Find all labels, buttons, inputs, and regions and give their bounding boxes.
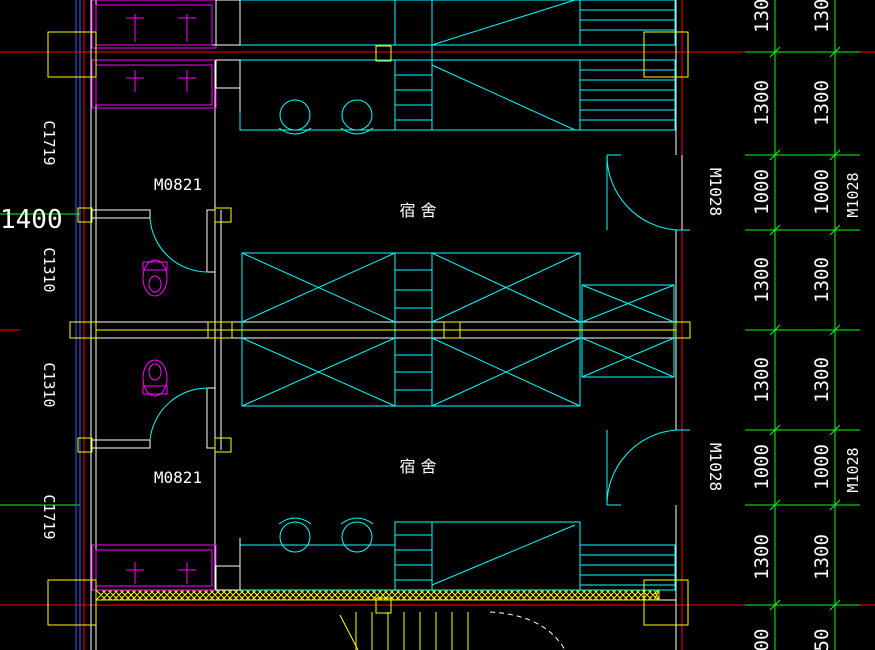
svg-text:1300: 1300 <box>811 257 833 303</box>
window-label-4: C1719 <box>40 494 58 539</box>
window-label-3: C1310 <box>40 362 58 407</box>
svg-text:1300: 1300 <box>751 534 773 580</box>
stairs <box>339 612 469 650</box>
toilet-icon <box>142 259 168 397</box>
dimension-text-inner: 1300 1300 1000 1300 1300 1000 1300 00 <box>751 0 773 650</box>
svg-text:1300: 1300 <box>751 357 773 403</box>
door-label-main-upper: M1028 <box>706 168 725 216</box>
svg-text:1000: 1000 <box>751 169 773 215</box>
svg-text:1300: 1300 <box>751 80 773 126</box>
svg-text:1300: 1300 <box>811 357 833 403</box>
door-label-main-lower: M1028 <box>706 443 725 491</box>
svg-text:M1028: M1028 <box>844 447 862 492</box>
toilet-stall-marks <box>126 14 196 584</box>
svg-text:00: 00 <box>751 629 773 650</box>
bunk-beds-lower <box>239 517 676 591</box>
svg-text:1000: 1000 <box>751 444 773 490</box>
door-label-toilet-lower: M0821 <box>154 468 202 487</box>
svg-text:1300: 1300 <box>751 257 773 303</box>
window-label-1: C1719 <box>40 120 58 165</box>
window-label-2: C1310 <box>40 247 58 292</box>
stair-arc <box>489 611 566 650</box>
svg-text:50: 50 <box>811 629 833 650</box>
svg-text:1300: 1300 <box>811 80 833 126</box>
svg-text:1300: 1300 <box>751 0 773 33</box>
room-label-lower: 宿 舍 <box>399 457 436 476</box>
svg-text:1000: 1000 <box>811 169 833 215</box>
door-swing-icon <box>149 154 690 506</box>
bunk-beds-center <box>241 252 675 407</box>
dimension-text-outer: 1300 1300 M1028 1000 1300 1300 1000 M102… <box>811 0 862 650</box>
chair-icon <box>278 99 374 135</box>
columns <box>47 31 691 626</box>
svg-text:1300: 1300 <box>811 0 833 33</box>
svg-text:1300: 1300 <box>811 534 833 580</box>
left-dimension-label: 1400 <box>0 205 63 235</box>
room-label-upper: 宿 舍 <box>399 201 436 220</box>
dimension-ticks <box>769 46 841 611</box>
svg-text:M1028: M1028 <box>844 172 862 217</box>
svg-text:1000: 1000 <box>811 444 833 490</box>
door-label-toilet-upper: M0821 <box>154 175 202 194</box>
window-band <box>75 0 81 650</box>
